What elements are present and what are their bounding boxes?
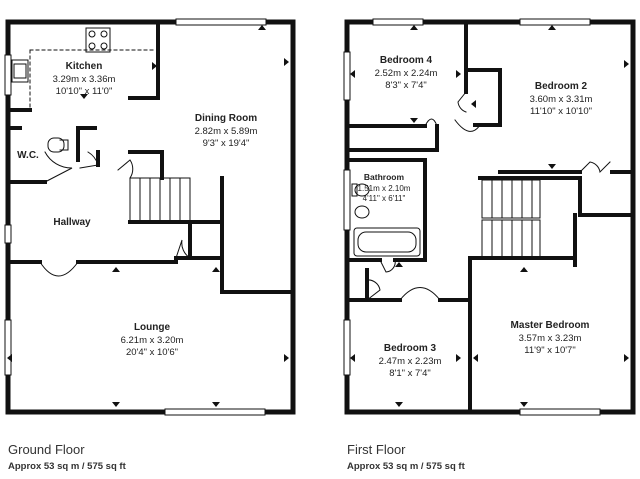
first-floor-labels: Bedroom 4 2.52m x 2.24m 8'3" x 7'4" Bedr… — [358, 55, 593, 379]
ground-floor-doors — [39, 151, 191, 277]
lounge-name: Lounge — [134, 322, 171, 333]
first-floor-interior-walls — [345, 20, 635, 414]
bedroom4-metric: 2.52m x 2.24m — [375, 68, 438, 79]
bedroom2-metric: 3.60m x 3.31m — [530, 94, 593, 105]
master-bedroom-name: Master Bedroom — [511, 320, 590, 331]
hallway-name: Hallway — [53, 217, 91, 228]
kitchen-name: Kitchen — [66, 61, 103, 72]
bedroom3-imperial: 8'1" x 7'4" — [389, 368, 431, 379]
bathroom-imperial: 4'11" x 6'11" — [363, 194, 406, 203]
lounge-imperial: 20'4" x 10'6" — [126, 347, 178, 358]
ground-floor-labels: Kitchen 3.29m x 3.36m 10'10" x 11'0" Din… — [17, 61, 257, 358]
master-bedroom-imperial: 11'9" x 10'7" — [524, 345, 575, 356]
wc-name: W.C. — [17, 150, 39, 161]
first-floor-doors — [366, 91, 611, 301]
ground-floor-stairs — [129, 177, 191, 223]
bedroom2-name: Bedroom 2 — [535, 81, 588, 92]
first-floor-stairs — [481, 179, 541, 259]
bedroom2-imperial: 11'10" x 10'10" — [530, 106, 592, 117]
first-floor-dimension-arrows — [350, 25, 629, 407]
dining-imperial: 9'3" x 19'4" — [203, 138, 250, 149]
bedroom3-metric: 2.47m x 2.23m — [379, 356, 442, 367]
ground-floor-dimension-arrows — [7, 25, 289, 407]
dining-name: Dining Room — [195, 113, 257, 124]
kitchen-sink-icon — [11, 59, 29, 83]
master-bedroom-metric: 3.57m x 3.23m — [519, 333, 582, 344]
bathroom-metric: 1.51m x 2.10m — [358, 184, 411, 193]
bedroom3-name: Bedroom 3 — [384, 343, 437, 354]
first-floor-area: Approx 53 sq m / 575 sq ft — [347, 461, 465, 472]
bedroom4-imperial: 8'3" x 7'4" — [385, 80, 427, 91]
ground-floor-title: Ground Floor — [8, 442, 85, 457]
toilet-icon — [354, 183, 370, 197]
ground-floor-area: Approx 53 sq m / 575 sq ft — [8, 461, 126, 472]
ground-floor-interior-walls — [6, 20, 295, 294]
first-floor-plan: Bedroom 4 2.52m x 2.24m 8'3" x 7'4" Bedr… — [343, 18, 636, 416]
wc-toilet-icon — [47, 137, 65, 153]
lounge-metric: 6.21m x 3.20m — [121, 335, 184, 346]
first-floor-title: First Floor — [347, 442, 406, 457]
ground-floor-windows — [4, 18, 267, 416]
first-floor-windows — [343, 18, 601, 416]
first-floor-fixtures — [351, 183, 421, 257]
kitchen-metric: 3.29m x 3.36m — [53, 74, 116, 85]
basin-icon — [354, 205, 370, 219]
ground-floor-fixtures — [11, 27, 156, 153]
floor-plan-drawing: Kitchen 3.29m x 3.36m 10'10" x 11'0" Din… — [4, 18, 636, 416]
bedroom4-name: Bedroom 4 — [380, 55, 433, 66]
dining-metric: 2.82m x 5.89m — [195, 126, 258, 137]
bathtub-icon — [353, 227, 421, 257]
kitchen-imperial: 10'10" x 11'0" — [56, 86, 113, 97]
hob-icon — [85, 27, 111, 53]
bathroom-name: Bathroom — [364, 172, 405, 182]
ground-floor-plan: Kitchen 3.29m x 3.36m 10'10" x 11'0" Din… — [4, 18, 296, 416]
